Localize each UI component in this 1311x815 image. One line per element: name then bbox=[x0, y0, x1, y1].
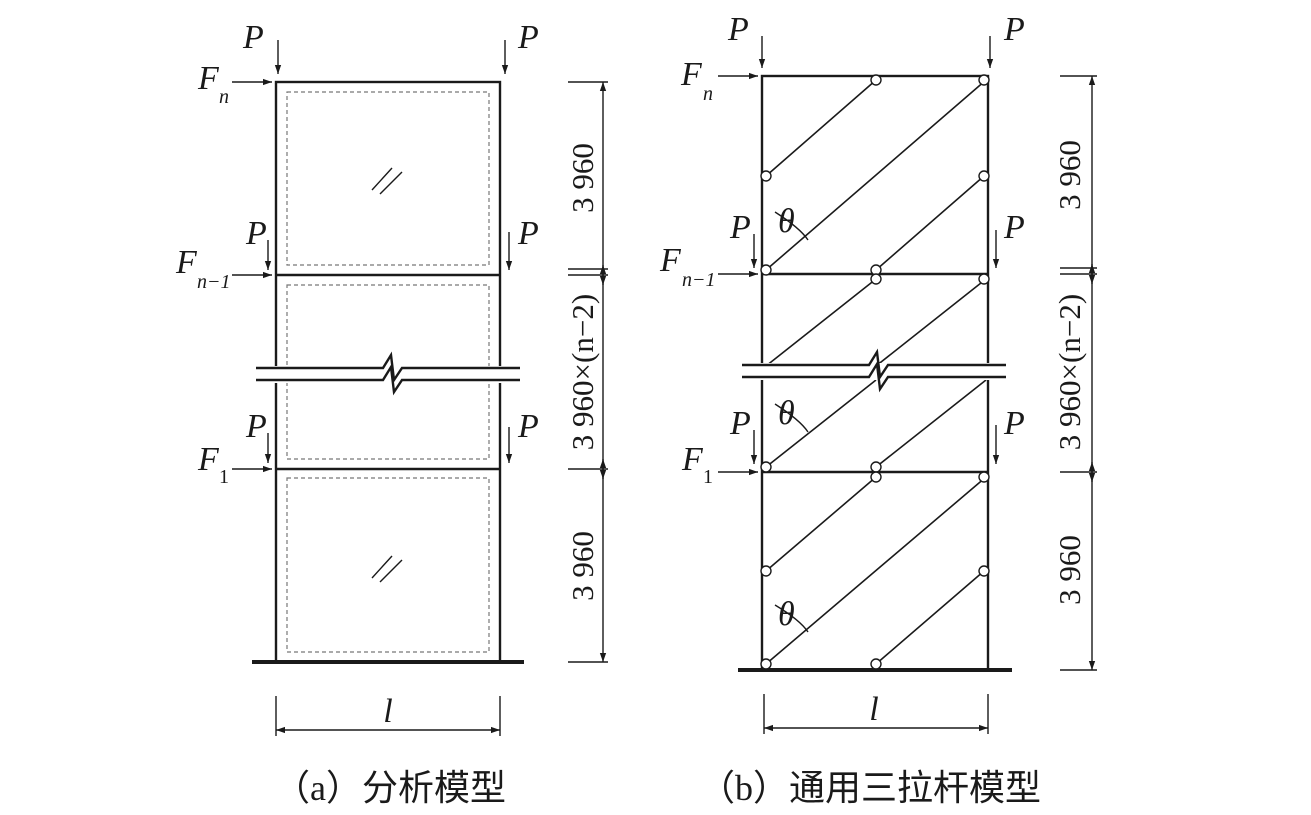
panel-a-dim-bot: 3 960 bbox=[565, 531, 600, 601]
panel-a-load-f1: F bbox=[197, 441, 220, 478]
panel-b-load-p-low-right: P bbox=[1003, 405, 1025, 442]
panel-a-caption: （a）分析模型 bbox=[274, 768, 506, 808]
panel-b-caption: （b）通用三拉杆模型 bbox=[699, 768, 1041, 808]
panel-b-horizontal-loads bbox=[718, 72, 758, 476]
panel-b-vertical-loads bbox=[750, 36, 1000, 464]
panel-a-load-p-low-left: P bbox=[245, 408, 267, 445]
panel-b-load-p-top-left: P bbox=[727, 11, 749, 48]
panel-b-angle-leaders bbox=[774, 211, 809, 633]
panel-a-load-fn1: F bbox=[175, 244, 198, 281]
panel-b-load-p-top-right: P bbox=[1003, 11, 1025, 48]
panel-b-dim-mid: 3 960×(n−2) bbox=[1052, 294, 1087, 450]
panel-b: θ θ θ P P P P P P F n F n−1 F 1 bbox=[659, 11, 1097, 808]
panel-b-width-dimension bbox=[763, 694, 989, 734]
panel-a-vertical-loads bbox=[264, 40, 513, 463]
panel-a-width-label: l bbox=[383, 693, 392, 730]
panel-b-angle-top: θ bbox=[778, 203, 795, 240]
panel-a-load-p-mid-left: P bbox=[245, 215, 267, 252]
panel-b-load-p-mid-right: P bbox=[1003, 209, 1025, 246]
panel-b-angle-mid: θ bbox=[778, 395, 795, 432]
panel-a-dim-top: 3 960 bbox=[565, 143, 600, 213]
panel-b-dim-bot: 3 960 bbox=[1052, 535, 1087, 605]
panel-a-height-dimension bbox=[568, 81, 608, 663]
panel-b-struts bbox=[765, 79, 987, 665]
panel-b-load-fn1: F bbox=[659, 242, 682, 279]
panel-a-break-symbol bbox=[256, 351, 520, 396]
panel-b-width-label: l bbox=[869, 691, 878, 728]
panel-b-height-dimension bbox=[1060, 75, 1097, 671]
panel-b-load-f1: F bbox=[681, 441, 704, 478]
panel-a-load-p-mid-right: P bbox=[517, 215, 539, 252]
panel-a-load-p-top-left: P bbox=[242, 19, 264, 56]
panel-b-pin-joints bbox=[760, 74, 990, 670]
panel-a-load-p-low-right: P bbox=[517, 408, 539, 445]
panel-b-load-fn1-sub: n−1 bbox=[682, 269, 716, 291]
panel-b-load-f1-sub: 1 bbox=[703, 466, 713, 488]
panel-a-horizontal-loads bbox=[232, 78, 272, 473]
panel-a-load-fn1-sub: n−1 bbox=[197, 271, 231, 293]
panel-a: P P P P P P F n F n−1 F 1 3 960 3 960×( bbox=[175, 19, 608, 808]
panel-b-load-fn-sub: n bbox=[703, 83, 713, 105]
panel-b-load-p-low-left: P bbox=[729, 405, 751, 442]
panel-b-angle-bot: θ bbox=[778, 596, 795, 633]
panel-b-dim-top: 3 960 bbox=[1052, 140, 1087, 210]
panel-a-load-fn-sub: n bbox=[219, 86, 229, 108]
panel-a-glass-mark-bottom bbox=[371, 555, 403, 583]
panel-a-width-dimension bbox=[275, 696, 501, 736]
panel-a-glass-mark-top bbox=[371, 167, 403, 195]
panel-a-load-f1-sub: 1 bbox=[219, 466, 229, 488]
panel-b-load-p-mid-left: P bbox=[729, 209, 751, 246]
panel-b-break-symbol bbox=[742, 348, 1006, 393]
panel-a-dim-mid: 3 960×(n−2) bbox=[565, 294, 600, 450]
panel-b-load-fn: F bbox=[680, 56, 703, 93]
panel-a-load-fn: F bbox=[197, 60, 220, 97]
panel-a-load-p-top-right: P bbox=[517, 19, 539, 56]
